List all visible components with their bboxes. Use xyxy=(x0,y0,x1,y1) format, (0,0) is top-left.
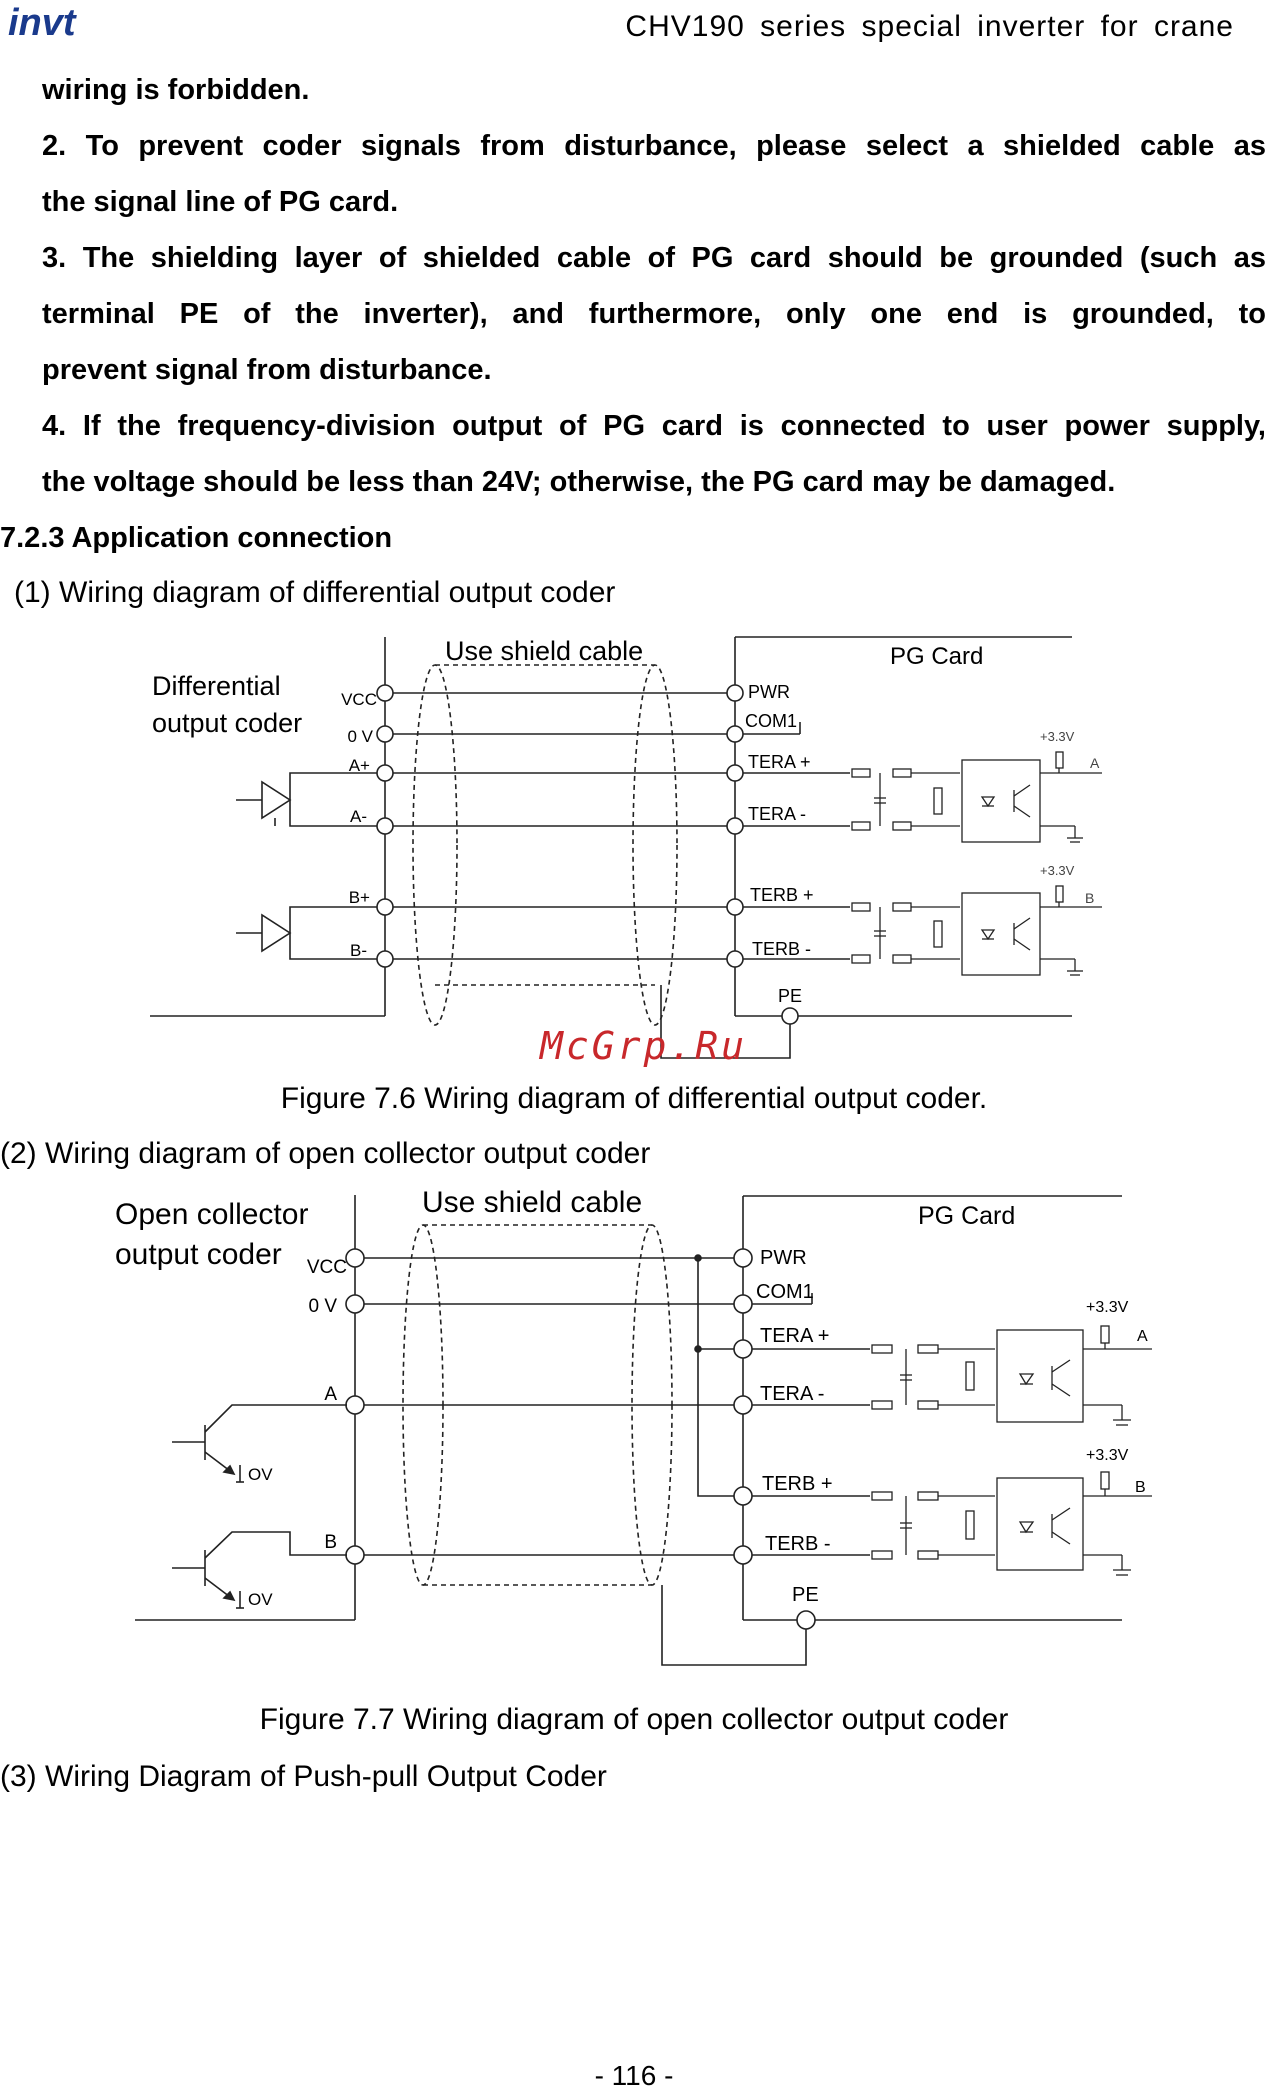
svg-text:B-: B- xyxy=(350,941,367,960)
svg-text:VCC: VCC xyxy=(307,1257,347,1278)
figure-7-7-caption: Figure 7.7 Wiring diagram of open collec… xyxy=(259,1703,1009,1736)
svg-text:OV: OV xyxy=(248,1590,273,1609)
svg-text:output coder: output coder xyxy=(115,1238,282,1271)
svg-text:PG Card: PG Card xyxy=(890,643,983,670)
receiver-circuit-b xyxy=(871,1471,1152,1576)
svg-text:B: B xyxy=(1135,1479,1146,1496)
svg-text:B: B xyxy=(1085,890,1094,906)
svg-text:Differential: Differential xyxy=(152,671,281,701)
section-heading: 7.2.3 Application connection xyxy=(0,522,393,554)
svg-text:0 V: 0 V xyxy=(347,727,373,746)
svg-text:TERB -: TERB - xyxy=(765,1533,831,1555)
receiver-circuit-a xyxy=(871,1325,1152,1426)
svg-text:output coder: output coder xyxy=(152,708,302,738)
svg-text:VCC: VCC xyxy=(341,690,377,709)
svg-text:TERA -: TERA - xyxy=(748,804,806,824)
note-line-1: wiring is forbidden. xyxy=(42,74,310,106)
svg-text:A+: A+ xyxy=(349,756,370,775)
note-item-2-line-1: 2. To prevent coder signals from disturb… xyxy=(42,130,1266,162)
watermark: McGrp.Ru xyxy=(540,1024,748,1068)
line-driver-b-icon xyxy=(236,906,377,960)
svg-text:COM1: COM1 xyxy=(745,711,797,731)
receiver-circuit-a xyxy=(851,751,1102,843)
svg-text:B+: B+ xyxy=(349,888,370,907)
svg-text:+3.3V: +3.3V xyxy=(1040,863,1075,878)
svg-text:PE: PE xyxy=(778,986,802,1006)
svg-text:A-: A- xyxy=(350,807,367,826)
signal-lines xyxy=(385,692,850,960)
header-title: CHV190 series special inverter for crane xyxy=(625,10,1234,43)
note-item-3-line-3: prevent signal from disturbance. xyxy=(42,354,492,386)
invt-logo: invt xyxy=(8,4,77,40)
note-item-3-line-2: terminal PE of the inverter), and furthe… xyxy=(42,298,1266,330)
npn-transistor-b-icon xyxy=(172,1531,347,1609)
svg-text:TERB +: TERB + xyxy=(762,1473,833,1495)
differential-coder-wiring-diagram: Differential output coder Use shield cab… xyxy=(150,636,1102,1059)
svg-text:PWR: PWR xyxy=(748,682,790,702)
note-item-3-line-1: 3. The shielding layer of shielded cable… xyxy=(42,242,1266,274)
svg-text:+3.3V: +3.3V xyxy=(1086,1299,1129,1316)
svg-text:B: B xyxy=(324,1532,337,1553)
svg-text:TERA -: TERA - xyxy=(760,1383,824,1405)
svg-text:invt: invt xyxy=(8,4,77,40)
svg-text:OV: OV xyxy=(248,1465,273,1484)
receiver-circuit-b xyxy=(851,885,1102,976)
svg-text:TERA +: TERA + xyxy=(748,752,811,772)
svg-text:0 V: 0 V xyxy=(308,1296,337,1317)
line-driver-a-icon xyxy=(236,772,377,827)
npn-transistor-a-icon xyxy=(172,1404,347,1483)
note-item-2-line-2: the signal line of PG card. xyxy=(42,186,399,218)
svg-text:TERB -: TERB - xyxy=(752,939,811,959)
svg-text:A: A xyxy=(324,1384,337,1405)
note-item-4-line-1: 4. If the frequency-division output of P… xyxy=(42,410,1266,442)
svg-text:PWR: PWR xyxy=(760,1247,807,1269)
svg-text:PE: PE xyxy=(792,1584,819,1606)
svg-text:Open collector: Open collector xyxy=(115,1198,308,1231)
signal-lines xyxy=(355,1257,870,1556)
page-number: - 116 - xyxy=(594,2060,674,2091)
svg-text:Use shield cable: Use shield cable xyxy=(422,1186,642,1219)
svg-text:TERA +: TERA + xyxy=(760,1325,829,1347)
svg-text:Use shield cable: Use shield cable xyxy=(445,636,643,666)
svg-text:TERB +: TERB + xyxy=(750,885,814,905)
subsection-2-title: (2) Wiring diagram of open collector out… xyxy=(0,1137,651,1170)
svg-text:+3.3V: +3.3V xyxy=(1086,1447,1129,1464)
svg-text:COM1: COM1 xyxy=(756,1281,814,1303)
subsection-3-title: (3) Wiring Diagram of Push-pull Output C… xyxy=(0,1760,607,1793)
svg-text:+3.3V: +3.3V xyxy=(1040,729,1075,744)
svg-text:PG Card: PG Card xyxy=(918,1202,1015,1230)
note-item-4-line-2: the voltage should be less than 24V; oth… xyxy=(42,466,1116,498)
svg-text:A: A xyxy=(1137,1328,1148,1345)
open-collector-coder-wiring-diagram: Open collector output coder Use shield c… xyxy=(115,1186,1152,1666)
figure-7-6-caption: Figure 7.6 Wiring diagram of differentia… xyxy=(280,1082,988,1115)
subsection-1-title: (1) Wiring diagram of differential outpu… xyxy=(14,576,616,609)
svg-text:A: A xyxy=(1090,755,1100,771)
